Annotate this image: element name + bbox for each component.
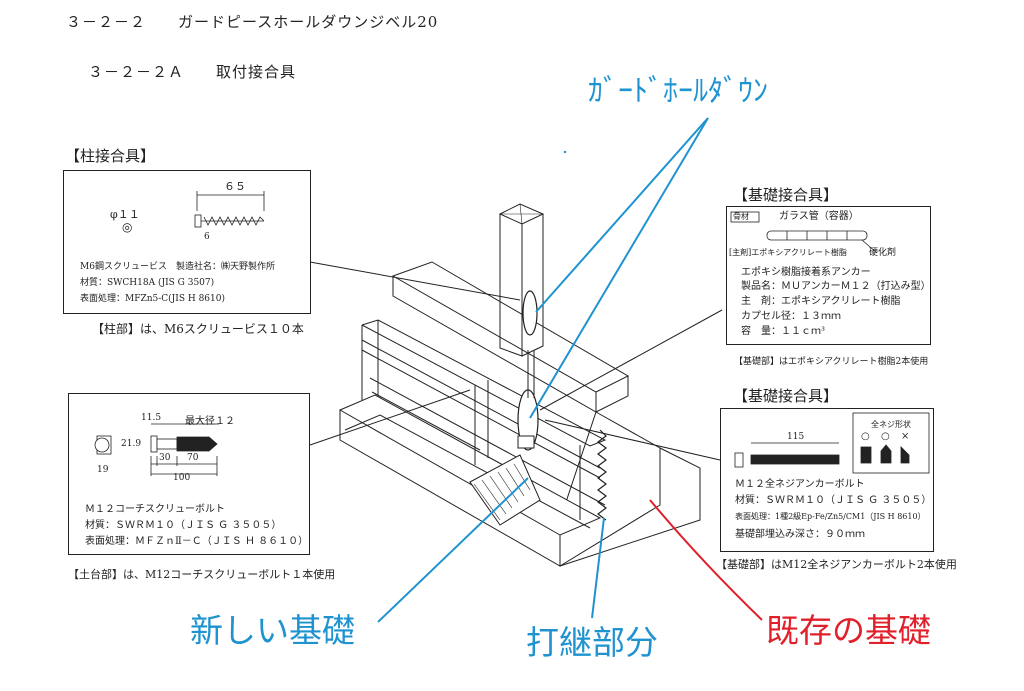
joint-zigzag [597,429,607,521]
anchor-label-aggregate: 骨材 [733,212,749,221]
section-title: ３－２－２ ガードピースホールダウンジベル20 [66,13,439,31]
anchor-fitting-line-3: 主 剤：エポキシアクリレート樹脂 [741,296,901,307]
sill-dim-115: 11.5 [141,413,162,423]
anchor-fitting-line-4: カプセル径：１３ｍｍ [741,311,841,322]
sill-max-dia: 最大径１２ [185,416,235,427]
column-fitting-box: φ１１ ◎ ６５ 6 M6鋼スクリュービス 製造社名：㈱天野製作所 材質：SWC… [63,170,311,314]
anchor-label-glass: ガラス管（容器） [779,211,859,222]
column-fitting-line-3: 表面処理：MFZn5-C(JIS H 8610) [80,294,225,304]
anchor-fitting-box: 骨材 ガラス管（容器） [主剤]エポキシアクリレート樹脂 硬化剤 エポキシ樹脂接… [726,206,931,345]
existing-foundation-top [391,261,630,393]
sill-bolt-drawing [94,423,219,476]
bolt-fitting-box: 115 全ネジ形状 ○ ○ × Ｍ１２全ネジアンカーボルト 材質：ＳＷＲＭ１０（… [720,408,934,552]
bolt-fitting-line-2: 材質：ＳＷＲＭ１０（ＪＩＳ Ｇ ３５０５） [735,495,932,506]
column-screw-width: 6 [204,232,210,242]
anchor-fitting-note: 【基礎部】はエポキシアクリレート樹脂2本使用 [734,357,929,367]
sill-dim-19: 19 [97,465,109,475]
column-screw-head-icon: ◎ [122,220,133,234]
callout-holdown: ｶﾞｰﾄﾞﾎｰﾙﾀﾞｳﾝ [588,74,768,109]
column-fitting-note: 【柱部】は、M6スクリュービス１０本 [92,322,304,336]
anchor-fitting-line-5: 容 量：１１ｃｍ³ [741,326,826,337]
sill-fitting-line-2: 材質：ＳＷＲＭ１０（ＪＩＳ Ｇ ３５０５） [85,520,282,531]
anchor-capsule-drawing [730,211,878,254]
anchor-fitting-line-2: 製品名：ＭＵアンカーＭ１２（打込み型） [741,281,931,292]
bolt-mark-1: ○ [861,431,870,442]
anchor-fitting-line-1: エポキシ樹脂接着系アンカー [741,267,871,278]
callout-joint: 打継部分 [526,623,658,662]
bolt-fitting-line-3: 表面処理：1種2級Ep-Fe/Zn5/CM1（JIS H 8610） [735,512,926,521]
bolt-fitting-line-1: Ｍ１２全ネジアンカーボルト [735,479,865,490]
column-fitting-line-1: M6鋼スクリュービス 製造社名：㈱天野製作所 [80,262,275,272]
sill-dim-100: 100 [173,473,191,483]
subsection-title: ３－２－２Ａ 取付接合具 [88,63,297,81]
sill-dim-70: 70 [187,453,199,463]
column-fitting-line-2: 材質：SWCH18A (JIS G 3507) [80,278,215,288]
bolt-drawing [734,412,930,474]
bolt-length: 115 [787,432,805,442]
anchor-label-main: [主剤]エポキシアクリレート樹脂 [729,248,847,257]
sill-fitting-box: 11.5 最大径１２ 21.9 19 30 70 100 Ｍ１２コーチスクリュー… [68,393,310,555]
callout-existing-foundation: 既存の基礎 [766,611,931,650]
column-fitting-title: 【柱接合具】 [65,147,156,165]
sill-dim-30: 30 [159,453,171,463]
sill-fitting-note: 【土台部】は、M12コーチスクリューボルト１本使用 [68,568,336,581]
anchor-fitting-title: 【基礎接合具】 [733,186,839,204]
callout-new-foundation: 新しい基礎 [190,611,355,650]
column-screw-length: ６５ [224,180,246,193]
holdown-upper [522,290,538,336]
sill-fitting-line-1: Ｍ１２コーチスクリューボルト [85,504,225,515]
bolt-fitting-note: 【基礎部】はM12全ネジアンカーボルト2本使用 [716,558,957,571]
bolt-fitting-line-4: 基礎部埋込み深さ：９０ｍｍ [735,529,865,540]
bolt-fitting-title: 【基礎接合具】 [733,387,839,405]
sill-fitting-line-3: 表面処理：ＭＦＺｎⅡ－Ｃ（ＪＩＳ Ｈ ８６１０） [85,536,309,547]
column-screw-dia: φ１１ [110,208,140,221]
anchor-label-hardener: 硬化剤 [869,248,897,258]
column-screw-drawing [194,191,265,228]
bolt-mark-2: ○ [881,431,890,442]
sill-dim-219: 21.9 [121,439,142,449]
bolt-shape-label: 全ネジ形状 [871,420,911,429]
bolt-mark-3: × [901,431,910,442]
